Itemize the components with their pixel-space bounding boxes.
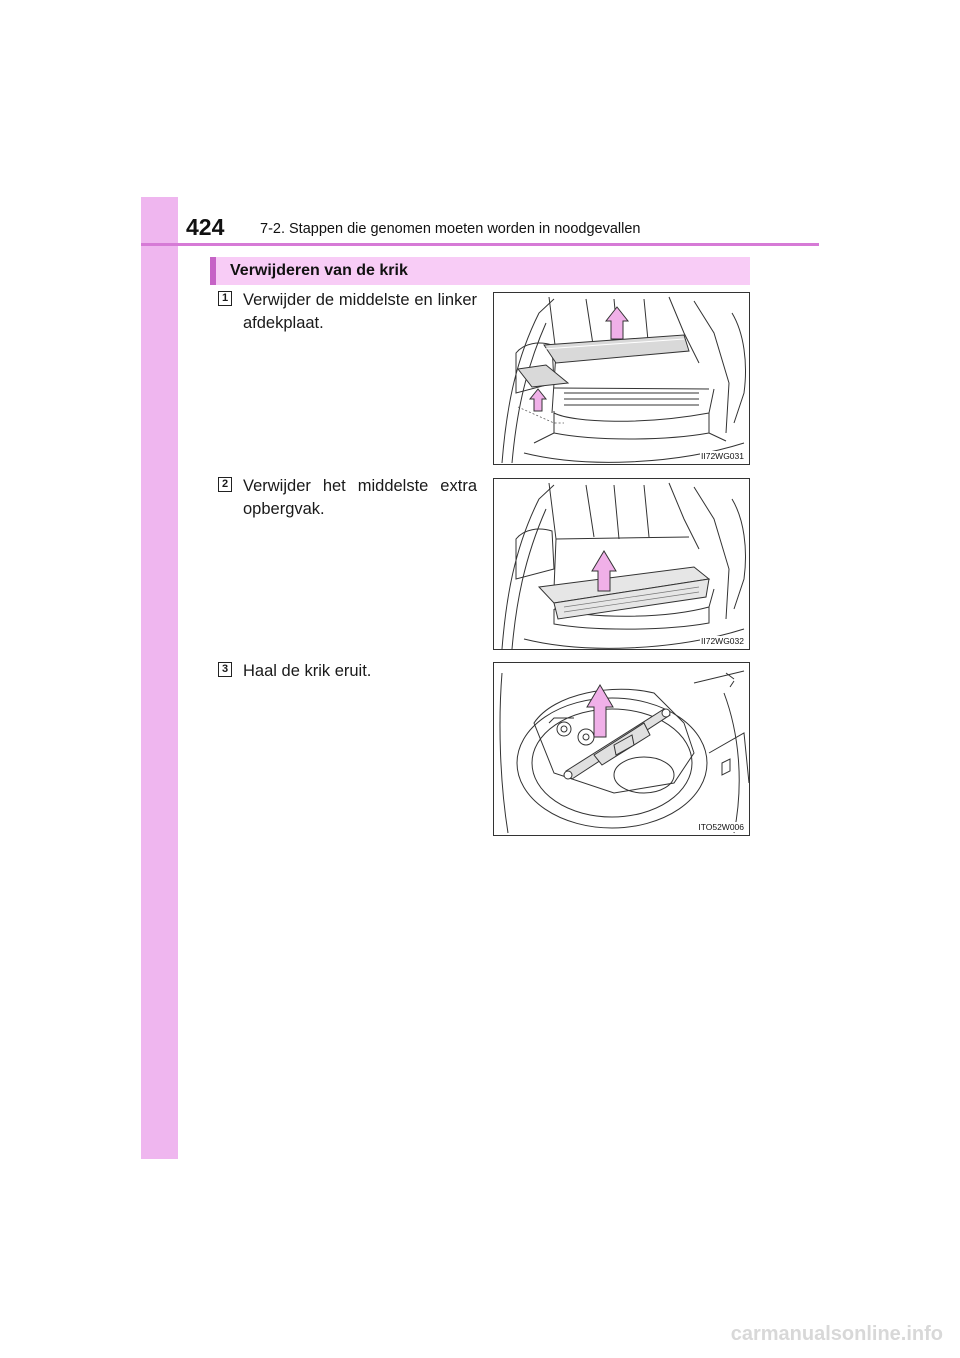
- step-number-1: 1: [218, 291, 232, 306]
- figure-remove-cover-plates: II72WG031: [493, 292, 750, 465]
- jack-illustration: [499, 670, 749, 834]
- step-text-1: Verwijder de middelste en linker afdekpl…: [243, 291, 477, 332]
- figure-code-1: II72WG031: [700, 451, 745, 461]
- figure-remove-storage-box: II72WG032: [493, 478, 750, 650]
- figure-code-3: ITO52W006: [697, 822, 745, 832]
- step-number-2: 2: [218, 477, 232, 492]
- trunk-cover-illustration: [501, 296, 746, 464]
- header-rule: [141, 243, 819, 246]
- step-text-2: Verwijder het middelste extra opbergvak.: [243, 477, 477, 518]
- chapter-sidebar: [141, 197, 178, 1159]
- figure-take-out-jack: ITO52W006: [493, 662, 750, 836]
- storage-box-illustration: [501, 482, 746, 649]
- chapter-title: 7-2. Stappen die genomen moeten worden i…: [260, 221, 641, 237]
- figure-code-2: II72WG032: [700, 636, 745, 646]
- watermark: carmanualsonline.info: [730, 1323, 943, 1345]
- section-title: Verwijderen van de krik: [230, 262, 408, 279]
- step-number-3: 3: [218, 662, 232, 677]
- page-number: 424: [186, 214, 225, 240]
- section-header: Verwijderen van de krik: [210, 257, 750, 285]
- step-text-3: Haal de krik eruit.: [243, 662, 372, 680]
